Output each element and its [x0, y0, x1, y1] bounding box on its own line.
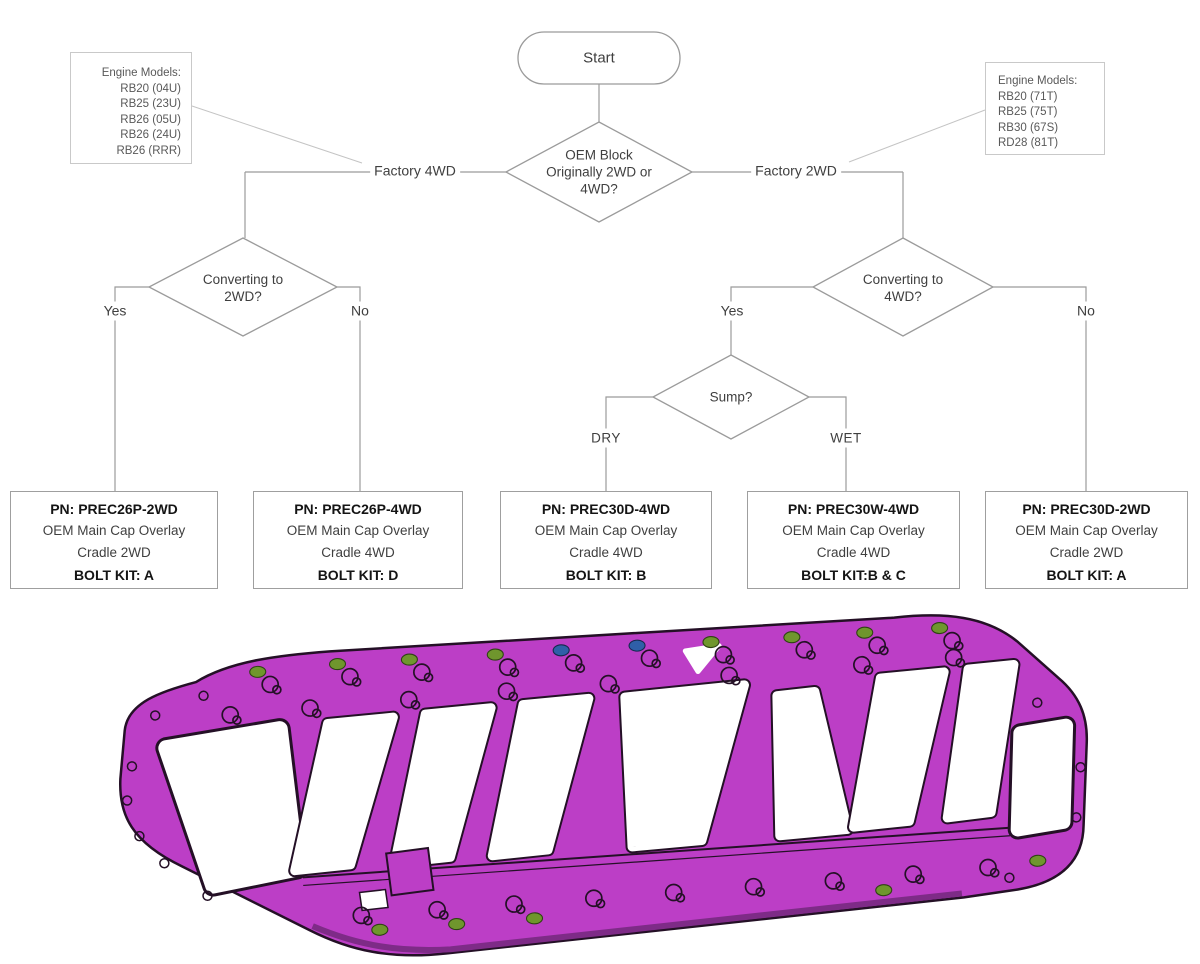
bolt-kit: BOLT KIT: A [73, 567, 155, 583]
connector-sump-wet [809, 396, 847, 491]
branch-label-factory-4wd: Factory 4WD [370, 161, 460, 181]
connector-right-yes [730, 286, 813, 355]
green-bolt-dot [875, 884, 893, 897]
bolt-kit: BOLT KIT:B & C [801, 567, 906, 583]
engine-models-note-right: Engine Models: RB20 (71T) RB25 (75T) RB3… [985, 62, 1105, 155]
part-desc: OEM Main Cap Overlay [1015, 523, 1158, 538]
connector-sump-dry [605, 396, 653, 491]
edge-label-no-left: No [347, 301, 373, 321]
decision-convert-4wd-diamond [811, 237, 995, 337]
branch-label-factory-2wd: Factory 2WD [751, 161, 841, 181]
green-bolt-dot [783, 631, 801, 644]
green-bolt-dot [1029, 854, 1047, 867]
part-number: PN: PREC30D-2WD [1022, 501, 1151, 517]
note-model: RB20 (71T) [998, 90, 1058, 103]
green-bolt-dot [856, 626, 874, 639]
green-bolt-dot [486, 648, 504, 661]
bolt-kit: BOLT KIT: D [317, 567, 399, 583]
start-node [517, 31, 681, 85]
slot-cutout [389, 703, 496, 868]
note-model: RB30 (67S) [998, 121, 1059, 134]
alignment-tab [385, 846, 435, 897]
part-desc: Cradle 4WD [816, 545, 891, 560]
decision-root-diamond [504, 121, 694, 223]
bolt-kit: BOLT KIT: B [565, 567, 647, 583]
start-label: Start [583, 49, 615, 67]
note-model: RB26 (05U) [120, 113, 181, 126]
connector-left-yes [114, 286, 149, 491]
part-desc: Cradle 2WD [1049, 545, 1124, 560]
decision-sump-diamond [651, 354, 811, 440]
edge-label-dry: DRY [587, 428, 625, 448]
green-bolt-dot [400, 653, 418, 666]
part-desc: OEM Main Cap Overlay [534, 523, 678, 538]
edge-label-yes-right: Yes [716, 301, 748, 321]
slot-cutout [942, 659, 1019, 823]
edge-label-wet: WET [826, 428, 866, 448]
green-bolt-dot [249, 665, 267, 678]
sump-question: Sump? [709, 389, 753, 405]
note-title: Engine Models: [998, 75, 1078, 87]
green-bolt-dot [371, 923, 389, 936]
green-bolt-dot [702, 635, 720, 649]
note-model: RB25 (23U) [120, 98, 181, 110]
part-desc: OEM Main Cap Overlay [782, 523, 925, 538]
outcome-box-prec26p-2wd: PN: PREC26P-2WD OEM Main Cap Overlay Cra… [10, 491, 218, 589]
note-model: RB25 (75T) [998, 106, 1058, 118]
outcome-box-prec26p-4wd: PN: PREC26P-4WD OEM Main Cap Overlay Cra… [253, 491, 463, 589]
blue-bolt-dot [628, 639, 646, 652]
note-model: RD28 (81T) [998, 137, 1059, 149]
leader-left-note [191, 105, 363, 164]
green-bolt-dot [525, 912, 544, 925]
part-number: PN: PREC30D-4WD [541, 501, 671, 517]
part-number: PN: PREC26P-4WD [294, 501, 422, 517]
part-desc: Cradle 4WD [321, 545, 395, 560]
slot-cutout [290, 712, 398, 876]
bolt-kit: BOLT KIT: A [1046, 567, 1127, 583]
right-decision-question: Converting to 4WD? [862, 272, 944, 304]
right-opening-cutout [1010, 718, 1074, 837]
part-number: PN: PREC26P-2WD [50, 501, 178, 517]
note-model: RB20 (04U) [120, 82, 181, 95]
left-decision-question: Converting to 2WD? [202, 272, 284, 304]
outcome-box-prec30d-2wd: PN: PREC30D-2WD OEM Main Cap Overlay Cra… [985, 491, 1188, 589]
green-bolt-dot [448, 918, 466, 931]
edge-label-no-right: No [1073, 301, 1099, 321]
alignment-notch [358, 888, 389, 912]
part-desc: Cradle 4WD [569, 545, 643, 560]
rail-notch [682, 643, 722, 675]
main-cap-cradle-3d-render [119, 614, 1088, 957]
part-desc: OEM Main Cap Overlay [42, 523, 186, 538]
root-question: OEM Block Originally 2WD or 4WD? [546, 147, 652, 197]
cradle-body [119, 614, 1088, 957]
leader-right-note [848, 109, 986, 163]
connector-right-no [993, 286, 1087, 491]
outcome-box-prec30d-4wd: PN: PREC30D-4WD OEM Main Cap Overlay Cra… [500, 491, 712, 589]
outcome-box-prec30w-4wd: PN: PREC30W-4WD OEM Main Cap Overlay Cra… [747, 491, 960, 589]
green-bolt-dot [328, 658, 347, 671]
flowchart-connectors [114, 31, 1087, 491]
m-brace-left-cutout [620, 680, 749, 852]
connector-left-no [337, 286, 361, 491]
note-model: RB26 (24U) [120, 129, 181, 141]
note-model: RB26 (RRR) [116, 144, 181, 157]
blue-bolt-dot [552, 644, 570, 657]
part-desc: Cradle 2WD [77, 545, 151, 560]
engine-models-note-left: Engine Models: RB20 (04U) RB25 (23U) RB2… [70, 52, 192, 164]
slot-cutout [849, 667, 949, 832]
part-number: PN: PREC30W-4WD [787, 501, 920, 517]
note-title: Engine Models: [101, 67, 181, 79]
green-bolt-dot [931, 621, 949, 635]
decision-convert-2wd-diamond [147, 237, 339, 337]
slot-cutout [487, 693, 594, 861]
edge-label-yes-left: Yes [99, 301, 131, 321]
part-desc: OEM Main Cap Overlay [286, 523, 430, 538]
